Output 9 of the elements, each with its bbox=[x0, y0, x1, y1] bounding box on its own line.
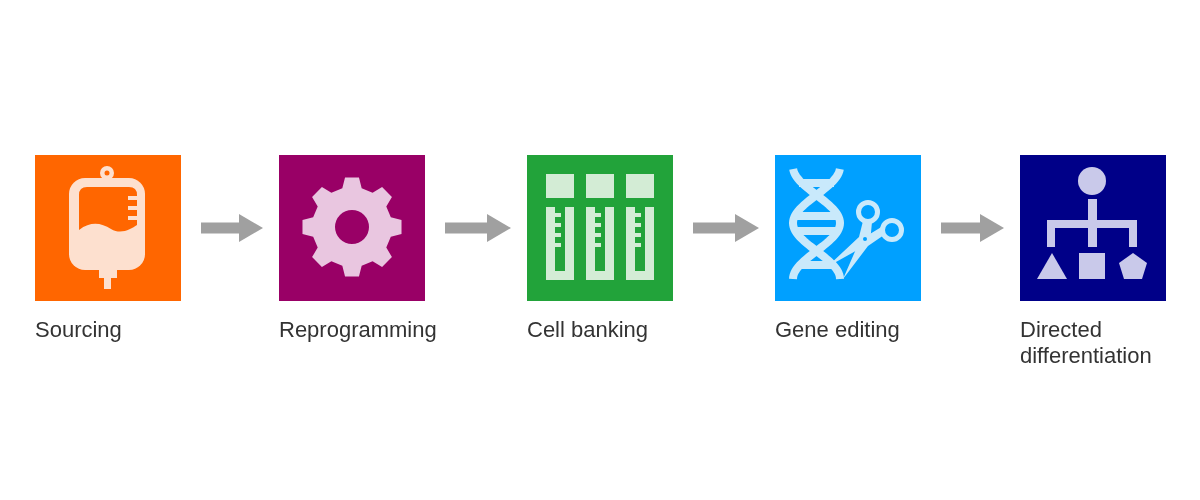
step-label: Cell banking bbox=[527, 317, 649, 343]
step-label: Gene editing bbox=[775, 317, 900, 343]
arrow bbox=[201, 214, 263, 242]
arrow bbox=[693, 214, 759, 242]
step-label: Directed differentiation bbox=[1020, 317, 1153, 369]
step-label: Reprogramming bbox=[279, 317, 437, 343]
arrow bbox=[941, 214, 1004, 242]
step-label: Sourcing bbox=[35, 317, 122, 343]
arrow bbox=[445, 214, 511, 242]
